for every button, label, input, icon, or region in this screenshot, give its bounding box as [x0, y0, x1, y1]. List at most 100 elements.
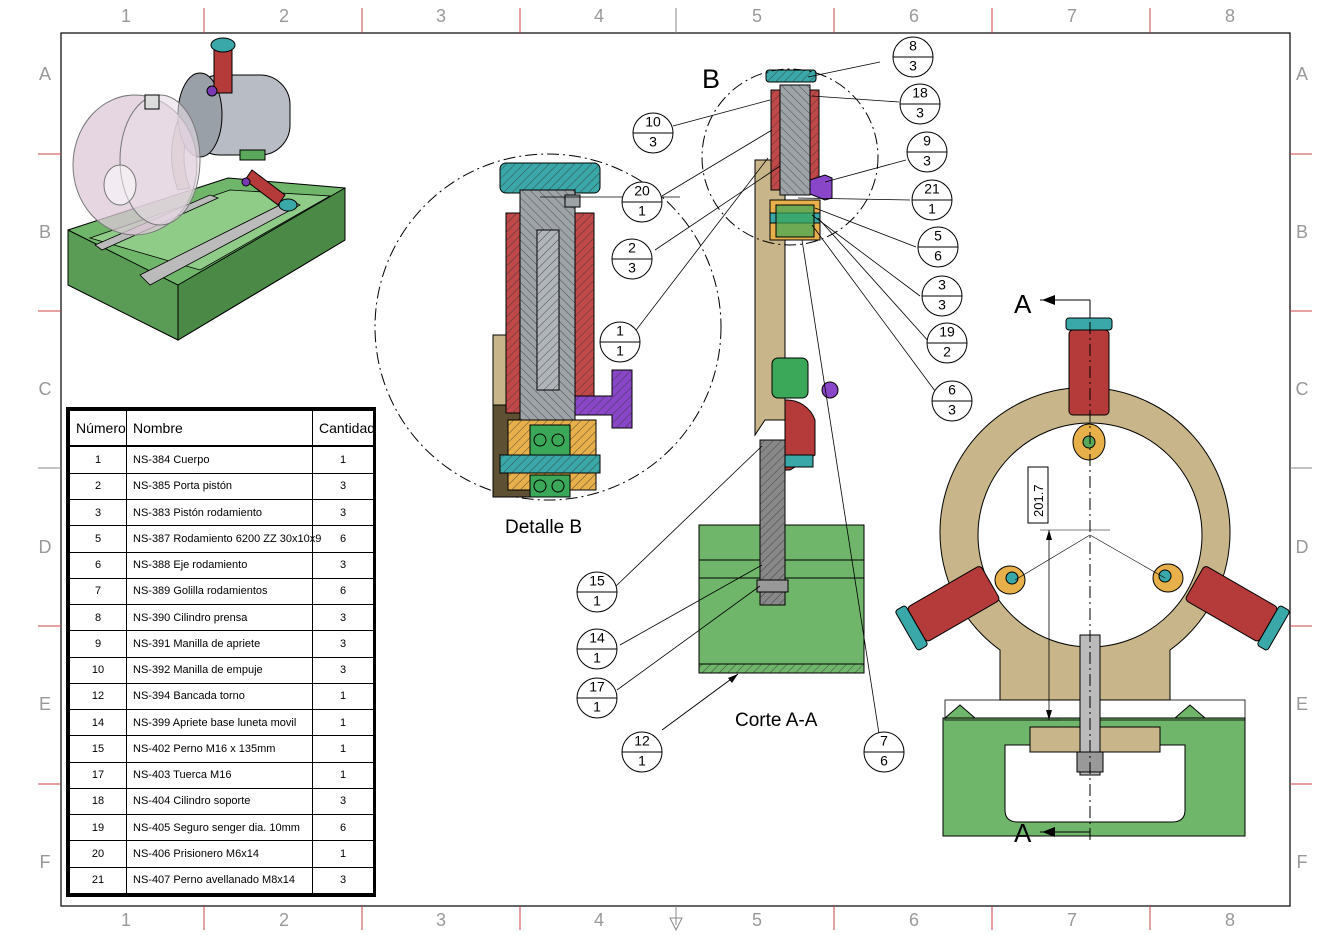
leader-lines [540, 61, 939, 741]
col-label: 1 [121, 910, 131, 930]
row-label: C [39, 379, 52, 399]
balloon-18-3: 18 3 [899, 83, 941, 125]
balloon-number: 19 [939, 324, 955, 340]
balloon-17-1: 17 1 [576, 677, 618, 719]
section-view-aa: B Corte A-A [661, 64, 879, 731]
balloon-quantity: 1 [638, 203, 646, 219]
bom-cell-name: NS-387 Rodamiento 6200 ZZ 30x10x9 [126, 525, 321, 553]
row-label: C [1296, 379, 1309, 399]
row-label: D [39, 537, 52, 557]
balloon-quantity: 1 [593, 650, 601, 666]
detail-title: Detalle B [505, 517, 582, 538]
balloon-number: 9 [923, 133, 931, 149]
balloon-quantity: 2 [943, 344, 951, 360]
row-labels-left: A B C D E F [39, 64, 52, 872]
balloon-15-1: 15 1 [576, 571, 618, 613]
balloon-quantity: 3 [948, 402, 956, 418]
col-label: 8 [1225, 6, 1235, 26]
bom-cell-number: 8 [69, 604, 127, 632]
bom-header-quantity: Cantidad [312, 410, 375, 447]
bom-cell-name: NS-388 Eje rodamiento [126, 551, 313, 579]
bom-cell-number: 2 [69, 472, 127, 501]
balloon-12-1: 12 1 [621, 731, 663, 773]
col-label: 5 [752, 910, 762, 930]
balloon-number: 14 [589, 630, 605, 646]
balloon-quantity: 1 [928, 201, 936, 217]
balloon-number: 7 [880, 733, 888, 749]
bom-cell-quantity: 3 [312, 866, 374, 895]
balloon-19-2: 19 2 [926, 322, 968, 364]
balloon-number: 5 [934, 228, 942, 244]
bom-cell-name: NS-392 Manilla de empuje [126, 656, 313, 684]
bom-cell-quantity: 3 [312, 787, 374, 816]
balloon-number: 15 [589, 573, 605, 589]
balloon-number: 6 [948, 382, 956, 398]
bom-cell-name: NS-384 Cuerpo [126, 445, 313, 474]
bom-header-row: Número Nombre Cantidad [69, 410, 375, 447]
bom-cell-quantity: 3 [312, 604, 374, 632]
center-marks [38, 8, 1312, 932]
balloon-number: 8 [909, 38, 917, 54]
bom-cell-quantity: 1 [312, 709, 374, 737]
balloon-quantity: 1 [616, 343, 624, 359]
row-labels-right: A B C D E F [1296, 64, 1309, 872]
row-label: B [39, 222, 51, 242]
balloon-7-6: 7 6 [863, 731, 905, 773]
col-label: 3 [436, 6, 446, 26]
bom-cell-number: 1 [69, 445, 127, 474]
detail-view-b: Detalle B [374, 153, 722, 538]
row-label: F [1297, 852, 1308, 872]
col-label: 7 [1067, 910, 1077, 930]
bom-cell-quantity: 1 [312, 735, 374, 763]
isometric-view [67, 37, 346, 341]
balloon-8-3: 8 3 [892, 36, 934, 78]
section-title: Corte A-A [735, 710, 818, 731]
balloon-10-3: 10 3 [632, 112, 674, 154]
balloon-number: 1 [616, 323, 624, 339]
bom-header-number: Número [69, 410, 127, 447]
balloon-2-3: 2 3 [611, 238, 653, 280]
detail-callout-label: B [702, 64, 720, 94]
balloon-quantity: 3 [916, 105, 924, 121]
bom-cell-number: 12 [69, 682, 127, 711]
bom-cell-number: 17 [69, 761, 127, 789]
balloon-21-1: 21 1 [911, 179, 953, 221]
bom-cell-number: 21 [69, 866, 127, 895]
balloon-quantity: 6 [880, 753, 888, 769]
balloon-quantity: 3 [909, 58, 917, 74]
front-view: 201.7 A A [895, 289, 1290, 848]
row-label: F [40, 852, 51, 872]
dimension-value: 201.7 [1031, 484, 1046, 517]
bom-cell-name: NS-404 Cilindro soporte [126, 787, 313, 816]
bom-header-name: Nombre [126, 410, 313, 447]
col-label: 3 [436, 910, 446, 930]
bom-cell-name: NS-394 Bancada torno [126, 682, 313, 711]
balloon-number: 21 [924, 181, 940, 197]
bom-cell-quantity: 3 [312, 551, 374, 579]
zone-ticks [38, 8, 1312, 930]
balloon-quantity: 1 [638, 753, 646, 769]
row-label: D [1296, 537, 1309, 557]
row-label: A [1296, 64, 1308, 84]
bom-cell-quantity: 6 [312, 814, 374, 842]
bom-cell-name: NS-389 Golilla rodamientos [126, 577, 313, 606]
balloon-quantity: 6 [934, 248, 942, 264]
bom-cell-quantity: 6 [312, 525, 374, 553]
section-arrow-label-bottom: A [1014, 818, 1032, 848]
bom-cell-quantity: 3 [312, 630, 374, 658]
balloon-9-3: 9 3 [906, 131, 948, 173]
bom-cell-quantity: 1 [312, 761, 374, 789]
